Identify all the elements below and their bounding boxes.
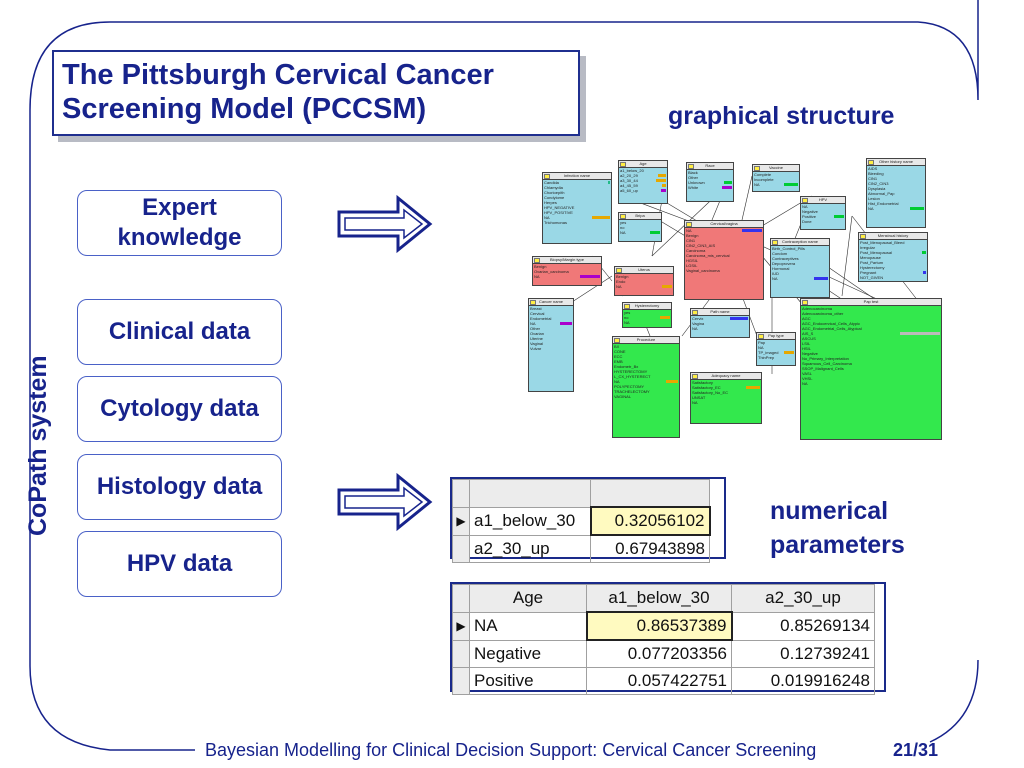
row-selector [452, 667, 470, 695]
page-number: 21/31 [893, 740, 939, 760]
slide-title-line1: The Pittsburgh Cervical Cancer [62, 59, 494, 91]
hpv-given-age-table: Age a1_below_30 a2_30_up ▶ NA 0.86537389… [450, 582, 886, 695]
histology-data-box: Histology data [77, 454, 282, 520]
cytology-data-label: Cytology data [100, 395, 259, 422]
value-cell[interactable]: 0.32056102 [589, 506, 711, 536]
column-header-a1: a1_below_30 [586, 584, 732, 613]
header-cell [469, 479, 591, 508]
cytology-data-box: Cytology data [77, 376, 282, 442]
histology-data-label: Histology data [96, 473, 263, 500]
table-row[interactable]: ▶ a1_below_30 0.32056102 [452, 506, 711, 536]
numerical-line2: parameters [770, 531, 905, 559]
clinical-data-label: Clinical data [108, 318, 251, 345]
row-label: Positive [469, 667, 587, 695]
hpv-data-label: HPV data [126, 550, 233, 577]
value-cell[interactable]: 0.67943898 [590, 534, 710, 563]
table-row[interactable]: ▶ NA 0.86537389 0.85269134 [452, 611, 875, 641]
column-header-a2: a2_30_up [731, 584, 875, 613]
expert-knowledge-box: Expert knowledge [77, 190, 282, 256]
row-pointer-icon: ▶ [452, 506, 470, 536]
row-selector [452, 639, 470, 668]
slide-title-line2: Screening Model (PCCSM) [62, 93, 427, 125]
value-cell[interactable]: 0.85269134 [731, 611, 875, 641]
graphical-structure-label: graphical structure [668, 102, 895, 130]
arrow-right-icon [337, 194, 433, 254]
title-box: The Pittsburgh Cervical Cancer Screening… [52, 50, 580, 136]
row-label: Negative [469, 639, 587, 668]
value-cell[interactable]: 0.019916248 [731, 667, 875, 695]
footer-title: Bayesian Modelling for Clinical Decision… [205, 740, 817, 760]
value-cell[interactable]: 0.12739241 [731, 639, 875, 668]
value-cell[interactable]: 0.077203356 [586, 639, 732, 668]
expert-line2: knowledge [117, 224, 242, 251]
value-cell[interactable]: 0.057422751 [586, 667, 732, 695]
row-pointer-icon: ▶ [452, 611, 470, 641]
age-prior-table: ▶ a1_below_30 0.32056102 a2_30_up 0.6794… [450, 477, 726, 563]
arrow-right-icon [337, 472, 433, 532]
column-header-age: Age [469, 584, 587, 613]
table-row[interactable]: Negative 0.077203356 0.12739241 [452, 639, 875, 668]
row-selector-header [452, 584, 470, 613]
table-header-row: Age a1_below_30 a2_30_up [452, 584, 875, 613]
numerical-line1: numerical [770, 497, 889, 525]
clinical-data-box: Clinical data [77, 299, 282, 365]
row-label: a2_30_up [469, 534, 591, 563]
copath-system-label: CoPath system [24, 355, 52, 536]
value-cell[interactable]: 0.86537389 [585, 611, 733, 641]
hpv-data-box: HPV data [77, 531, 282, 597]
row-label: NA [469, 611, 587, 641]
table-row[interactable]: a2_30_up 0.67943898 [452, 534, 710, 563]
numerical-parameters-label: numerical parameters [770, 494, 905, 562]
row-label: a1_below_30 [469, 506, 591, 536]
table-header-row [452, 479, 710, 508]
row-selector [452, 534, 470, 563]
expert-line1: Expert [142, 194, 217, 221]
header-cell [590, 479, 710, 508]
row-selector-header [452, 479, 470, 508]
table-row[interactable]: Positive 0.057422751 0.019916248 [452, 667, 875, 695]
